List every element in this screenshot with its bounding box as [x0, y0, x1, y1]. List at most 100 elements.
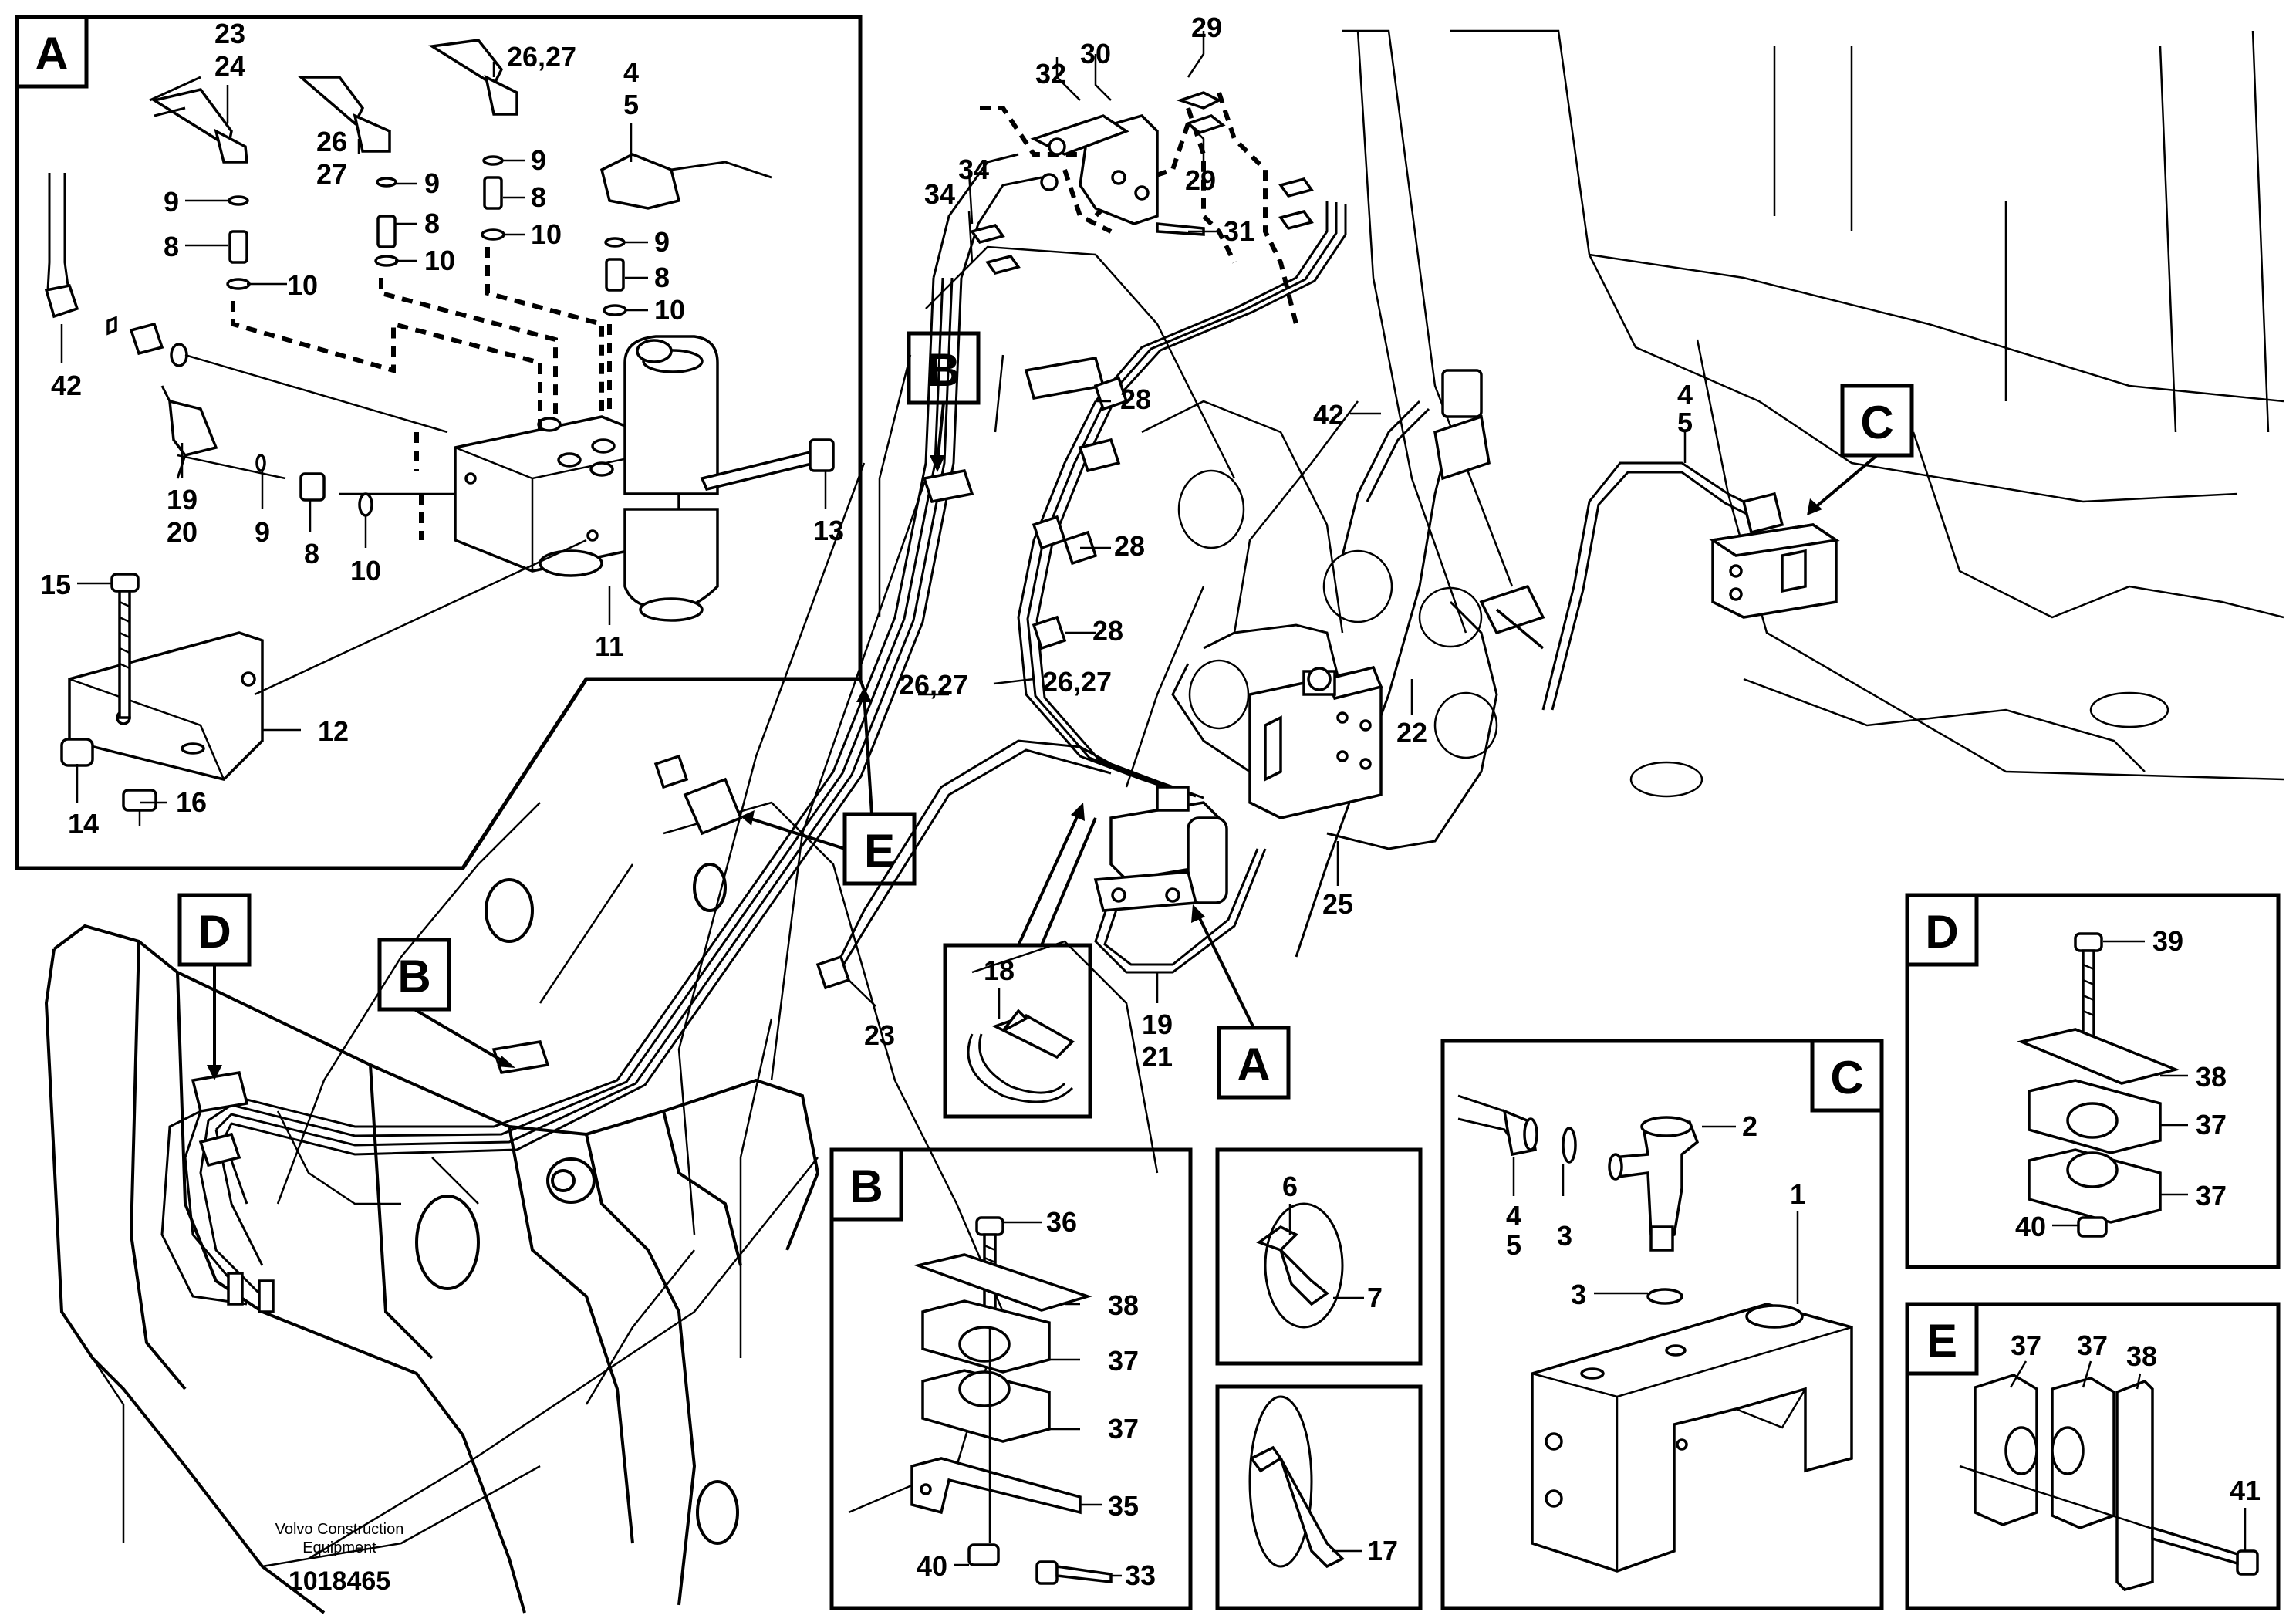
callout-23-main: 23 [864, 1019, 895, 1051]
callout-26-a: 26 [316, 126, 347, 157]
svg-text:B: B [927, 344, 960, 396]
callout-42-a: 42 [51, 370, 82, 401]
callout-24: 24 [214, 50, 245, 82]
callout-4-c: 4 [1506, 1200, 1521, 1232]
callout-8-a3: 8 [531, 181, 546, 213]
callout-34-a: 34 [958, 154, 989, 185]
callout-40-d: 40 [2015, 1211, 2046, 1242]
callout-37-b1: 37 [1108, 1345, 1139, 1377]
label-c-detail [1810, 1039, 1884, 1113]
drawing-number: 1018465 [288, 1566, 391, 1596]
callout-37-b2: 37 [1108, 1413, 1139, 1445]
callout-20-a: 20 [167, 516, 198, 548]
callout-37-d1: 37 [2196, 1109, 2227, 1140]
label-d-detail [1905, 893, 1979, 967]
label-pointers [207, 402, 1879, 1080]
callout-26-27-b: 26,27 [899, 669, 968, 701]
detail-view-e [1905, 1302, 2281, 1610]
callout-9-a1: 9 [164, 186, 179, 218]
callout-30: 30 [1080, 38, 1111, 69]
callout-8-a2: 8 [424, 208, 440, 239]
callout-27-a: 27 [316, 158, 347, 190]
callout-42-main: 42 [1313, 399, 1344, 431]
machine-frame-outline [276, 29, 2284, 1560]
detail-a-frame [15, 15, 863, 870]
callout-10-a3: 10 [531, 218, 562, 250]
svg-text:C: C [1860, 397, 1893, 448]
callout-6: 6 [1282, 1171, 1298, 1202]
callout-11: 11 [595, 630, 624, 662]
callout-32: 32 [1035, 58, 1066, 90]
detail-view-d [1905, 893, 2281, 1269]
company-name: Volvo Construction Equipment [231, 1520, 447, 1557]
callout-36: 36 [1046, 1206, 1077, 1238]
callout-5-c: 5 [1506, 1229, 1521, 1261]
callout-33: 33 [1125, 1559, 1156, 1591]
label-a-top [15, 15, 89, 89]
callout-9-a3: 9 [531, 144, 546, 176]
callout-8-a5: 8 [304, 538, 319, 569]
callout-37-e2: 37 [2077, 1330, 2108, 1361]
callout-3-c1: 3 [1557, 1220, 1572, 1252]
callout-29-top: 29 [1191, 12, 1222, 43]
callout-8-a1: 8 [164, 231, 179, 262]
detail-view-b [829, 1147, 1193, 1610]
svg-text:C: C [1830, 1052, 1863, 1103]
svg-text:E: E [1926, 1315, 1957, 1367]
callout-37-e1: 37 [2011, 1330, 2041, 1361]
detail-d-frame [1905, 893, 2281, 1269]
callout-8-a4: 8 [654, 262, 670, 293]
label-b-detail [829, 1147, 903, 1222]
callout-1: 1 [1790, 1178, 1805, 1210]
callout-12: 12 [318, 715, 349, 747]
callout-26-27-c: 26,27 [1042, 666, 1112, 698]
callout-38-e: 38 [2126, 1340, 2157, 1372]
callout-29-mid: 29 [1185, 164, 1216, 196]
tube-bracket-top [970, 91, 1314, 275]
callout-16: 16 [176, 786, 207, 818]
detail-c-frame [1440, 1039, 1884, 1610]
company-line-2: Equipment [302, 1539, 376, 1556]
callout-2: 2 [1742, 1110, 1757, 1142]
detail-17-frame [1215, 1384, 1423, 1610]
callout-23: 23 [214, 18, 245, 49]
detail-e-frame [1905, 1302, 2281, 1610]
hose-bundle-main [160, 153, 1760, 1306]
leader-lines [60, 31, 2247, 1577]
callout-14: 14 [68, 808, 99, 840]
section-label-boxes: A A B B B C C D D E E [15, 15, 1979, 1376]
callout-38-b: 38 [1108, 1289, 1139, 1321]
callout-21: 21 [1142, 1041, 1173, 1073]
callout-13: 13 [813, 515, 844, 546]
callout-10-a2: 10 [424, 245, 455, 276]
callout-19-a: 19 [167, 484, 198, 515]
callout-5-a: 5 [623, 89, 639, 120]
callout-34-b: 34 [924, 178, 955, 210]
company-line-1: Volvo Construction [275, 1521, 404, 1538]
detail-view-a [15, 15, 863, 870]
callout-25: 25 [1322, 888, 1353, 920]
svg-text:A: A [1237, 1039, 1270, 1090]
callout-9-a4: 9 [654, 226, 670, 258]
callout-35: 35 [1108, 1490, 1139, 1522]
callout-37-d2: 37 [2196, 1180, 2227, 1211]
callout-10-a5: 10 [350, 555, 381, 586]
detail-view-c [1440, 1039, 1884, 1610]
callout-10-a1: 10 [287, 269, 318, 301]
valve-assembly-main [815, 369, 1545, 990]
svg-text:B: B [849, 1161, 883, 1212]
detail-18-frame [943, 943, 1092, 1119]
callout-28-b: 28 [1114, 530, 1145, 562]
callout-31: 31 [1224, 215, 1254, 247]
callout-28-c: 28 [1092, 615, 1123, 647]
detail-view-cable-tie-17 [1215, 1384, 1423, 1610]
callout-26-27-a: 26,27 [507, 41, 576, 73]
svg-text:E: E [864, 825, 895, 877]
loader-arm-structure [44, 863, 820, 1614]
label-e-detail [1905, 1302, 1979, 1376]
callout-9-a5: 9 [255, 516, 270, 548]
callout-4-a: 4 [623, 56, 639, 88]
svg-text:B: B [397, 951, 430, 1002]
svg-text:D: D [1925, 906, 1958, 958]
